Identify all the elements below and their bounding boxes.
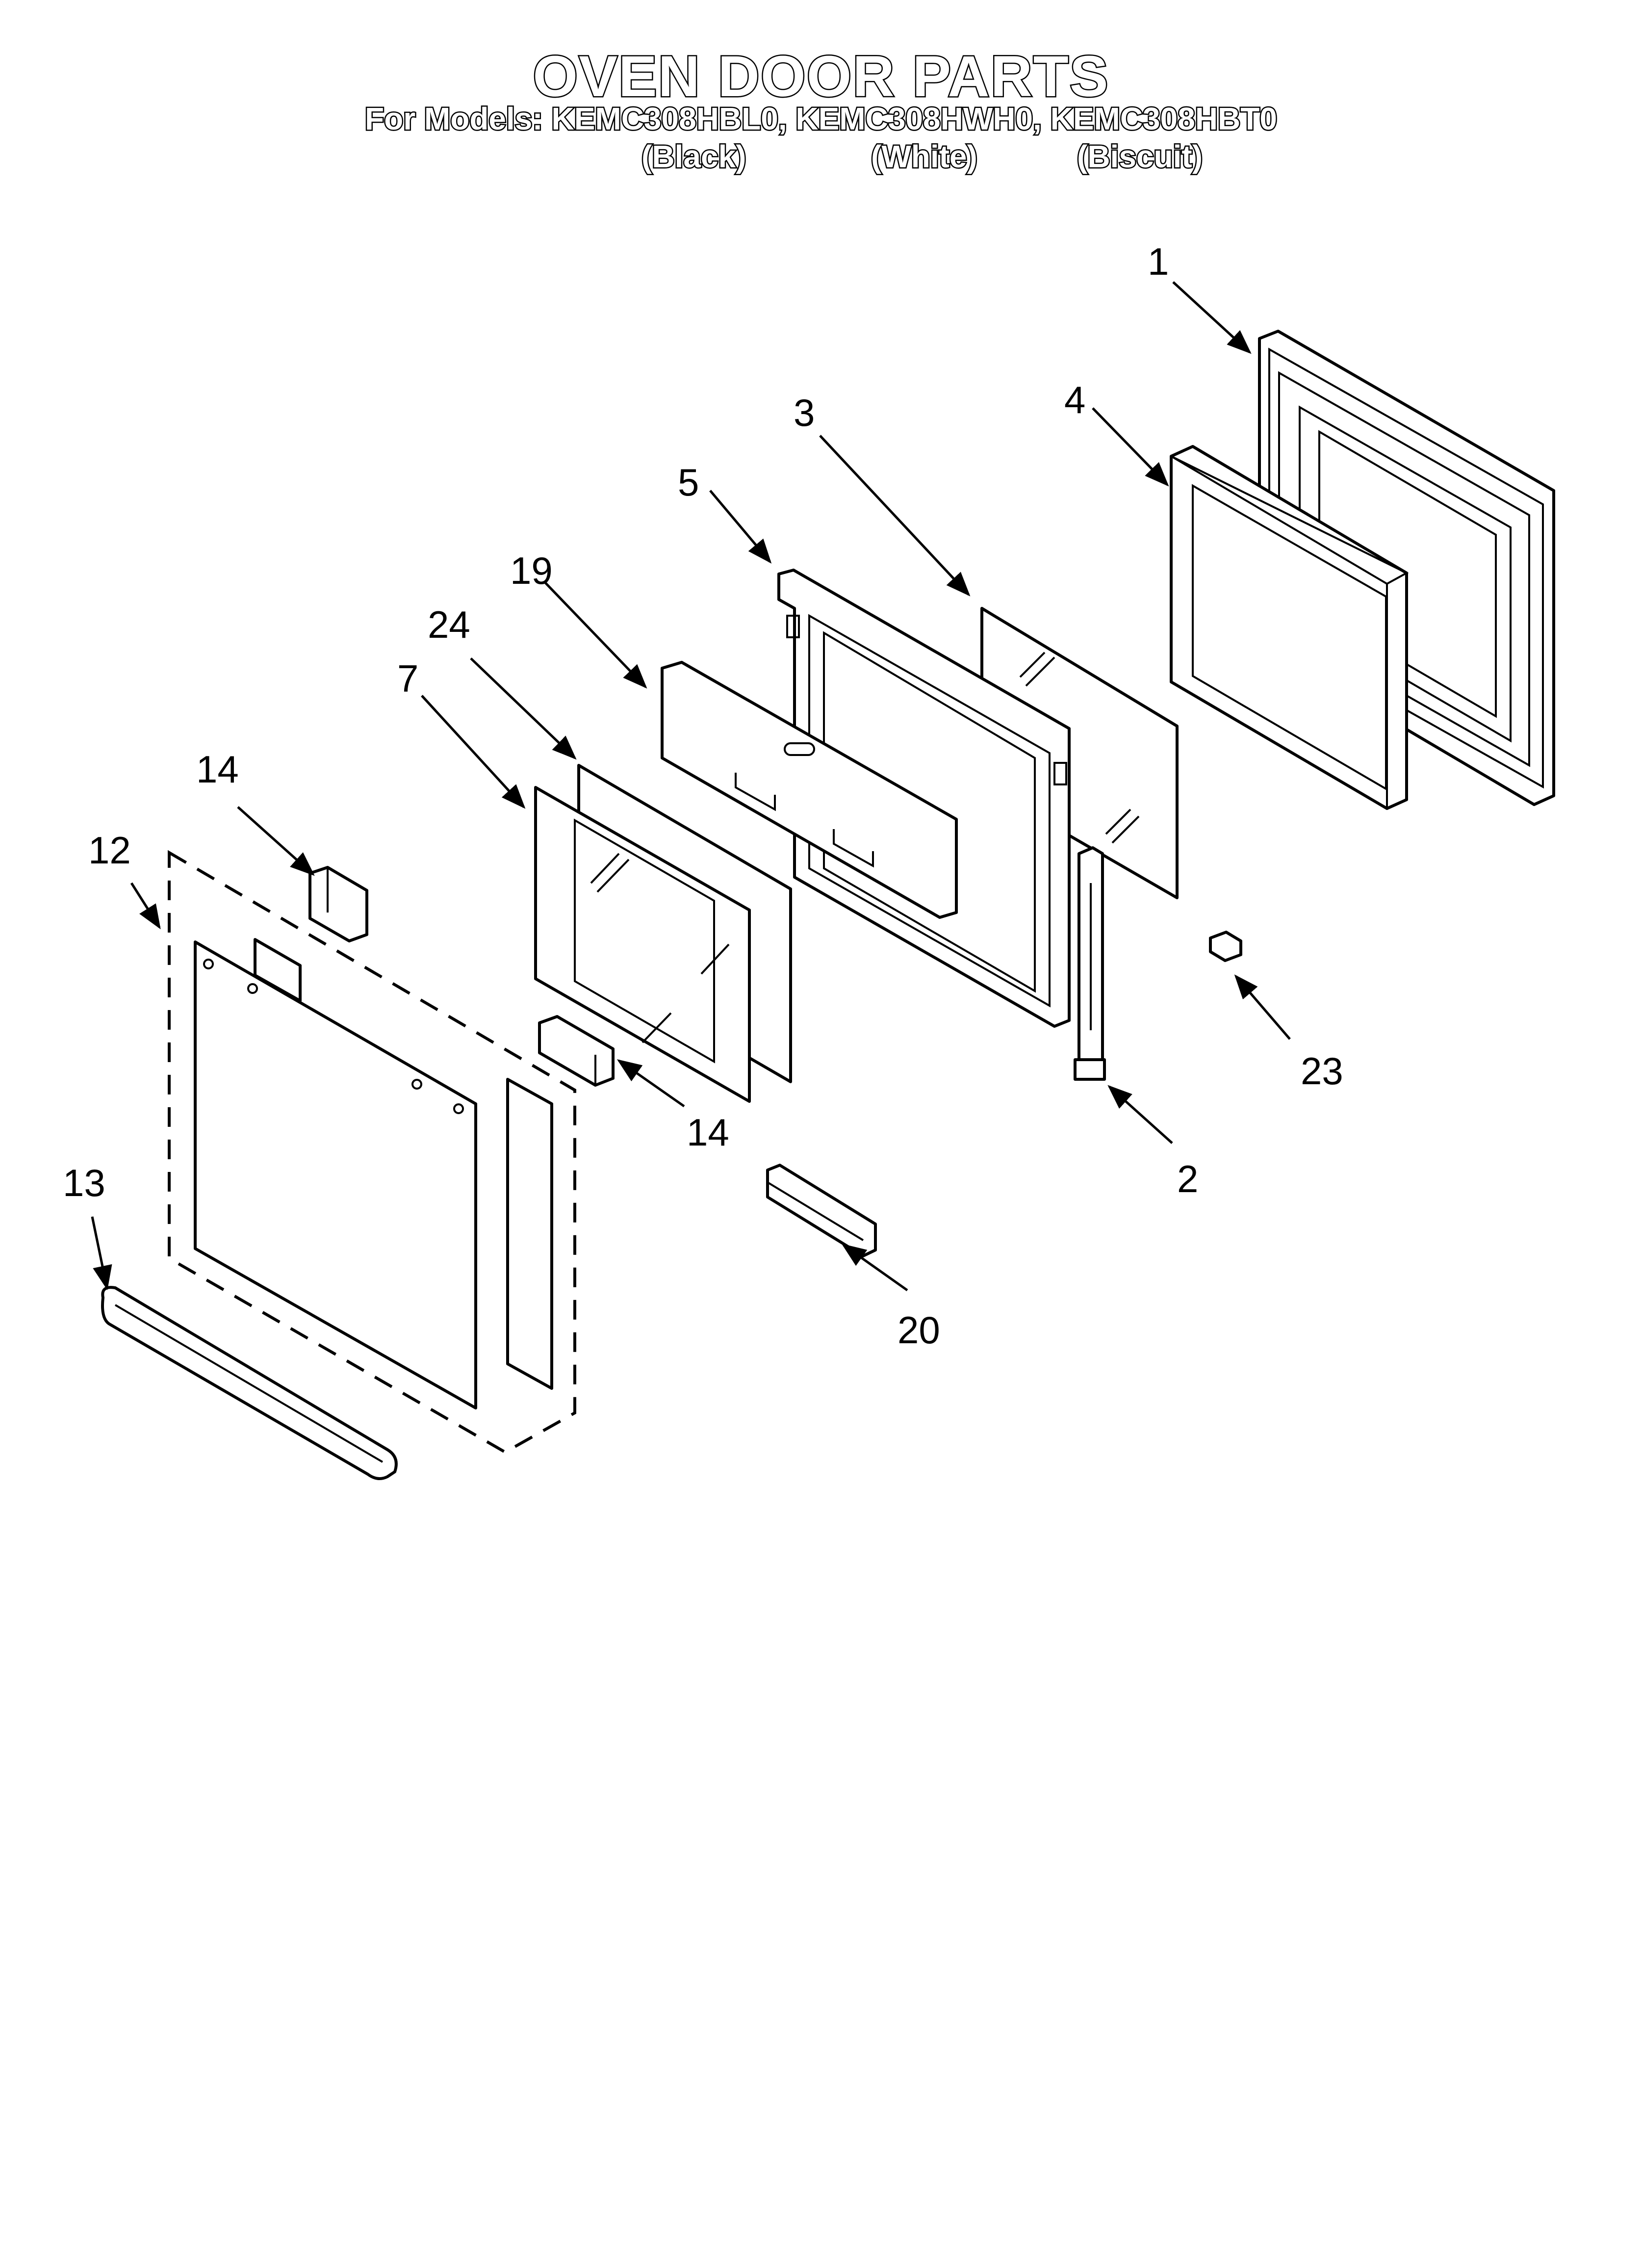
callout-1: 1	[1148, 240, 1169, 283]
part-2-hinge	[1074, 846, 1106, 1081]
arrow-icon	[421, 695, 526, 809]
part-19-shield	[661, 661, 958, 919]
callout-24: 24	[428, 603, 470, 646]
arrow-icon	[819, 435, 971, 597]
color-label-white: (White)	[870, 138, 979, 176]
callout-4: 4	[1064, 378, 1085, 421]
callout-19: 19	[510, 549, 553, 592]
arrow-icon	[1107, 1085, 1173, 1144]
arrow-icon	[616, 1059, 685, 1108]
part-23-clip	[1209, 931, 1242, 962]
arrow-icon	[709, 490, 772, 564]
callout-13: 13	[63, 1161, 105, 1204]
callout-7: 7	[397, 657, 418, 700]
callout-3: 3	[794, 391, 815, 434]
color-label-biscuit: (Biscuit)	[1076, 138, 1204, 176]
callout-20: 20	[898, 1308, 940, 1352]
arrow-icon	[841, 1244, 908, 1292]
part-20-vent-trim	[766, 1164, 877, 1257]
leader-lines	[91, 281, 1291, 1292]
part-4-door-trim	[1170, 445, 1409, 810]
part-14-lower-hinge-receptacle	[538, 1015, 615, 1087]
page-title: OVEN DOOR PARTS	[532, 43, 1109, 110]
callout-labels: 1 4 3 5 19 24 7 14 12 14 23 2 13 20	[63, 240, 1343, 1352]
part-12-outer-door-assembly	[168, 850, 576, 1454]
callout-2: 2	[1177, 1157, 1198, 1200]
part-5-inner-door-liner	[777, 569, 1071, 1028]
callout-14-upper: 14	[196, 748, 239, 791]
callout-23: 23	[1301, 1049, 1343, 1093]
callout-14-lower: 14	[687, 1111, 729, 1154]
arrow-icon	[544, 582, 647, 689]
callout-5: 5	[678, 461, 699, 504]
arrow-icon	[470, 657, 577, 760]
color-label-black: (Black)	[640, 138, 747, 176]
arrow-icon	[1234, 974, 1291, 1040]
arrow-icon	[91, 1216, 112, 1290]
arrow-icon	[237, 806, 315, 876]
part-14-upper-hinge-receptacle	[308, 866, 368, 942]
arrow-icon	[1092, 407, 1169, 487]
arrow-icon	[130, 882, 161, 930]
arrow-icon	[1172, 281, 1252, 354]
part-7-glass-pack	[534, 786, 751, 1103]
models-line: For Models: KEMC308HBL0, KEMC308HWH0, KE…	[364, 100, 1279, 138]
callout-12: 12	[88, 829, 131, 872]
